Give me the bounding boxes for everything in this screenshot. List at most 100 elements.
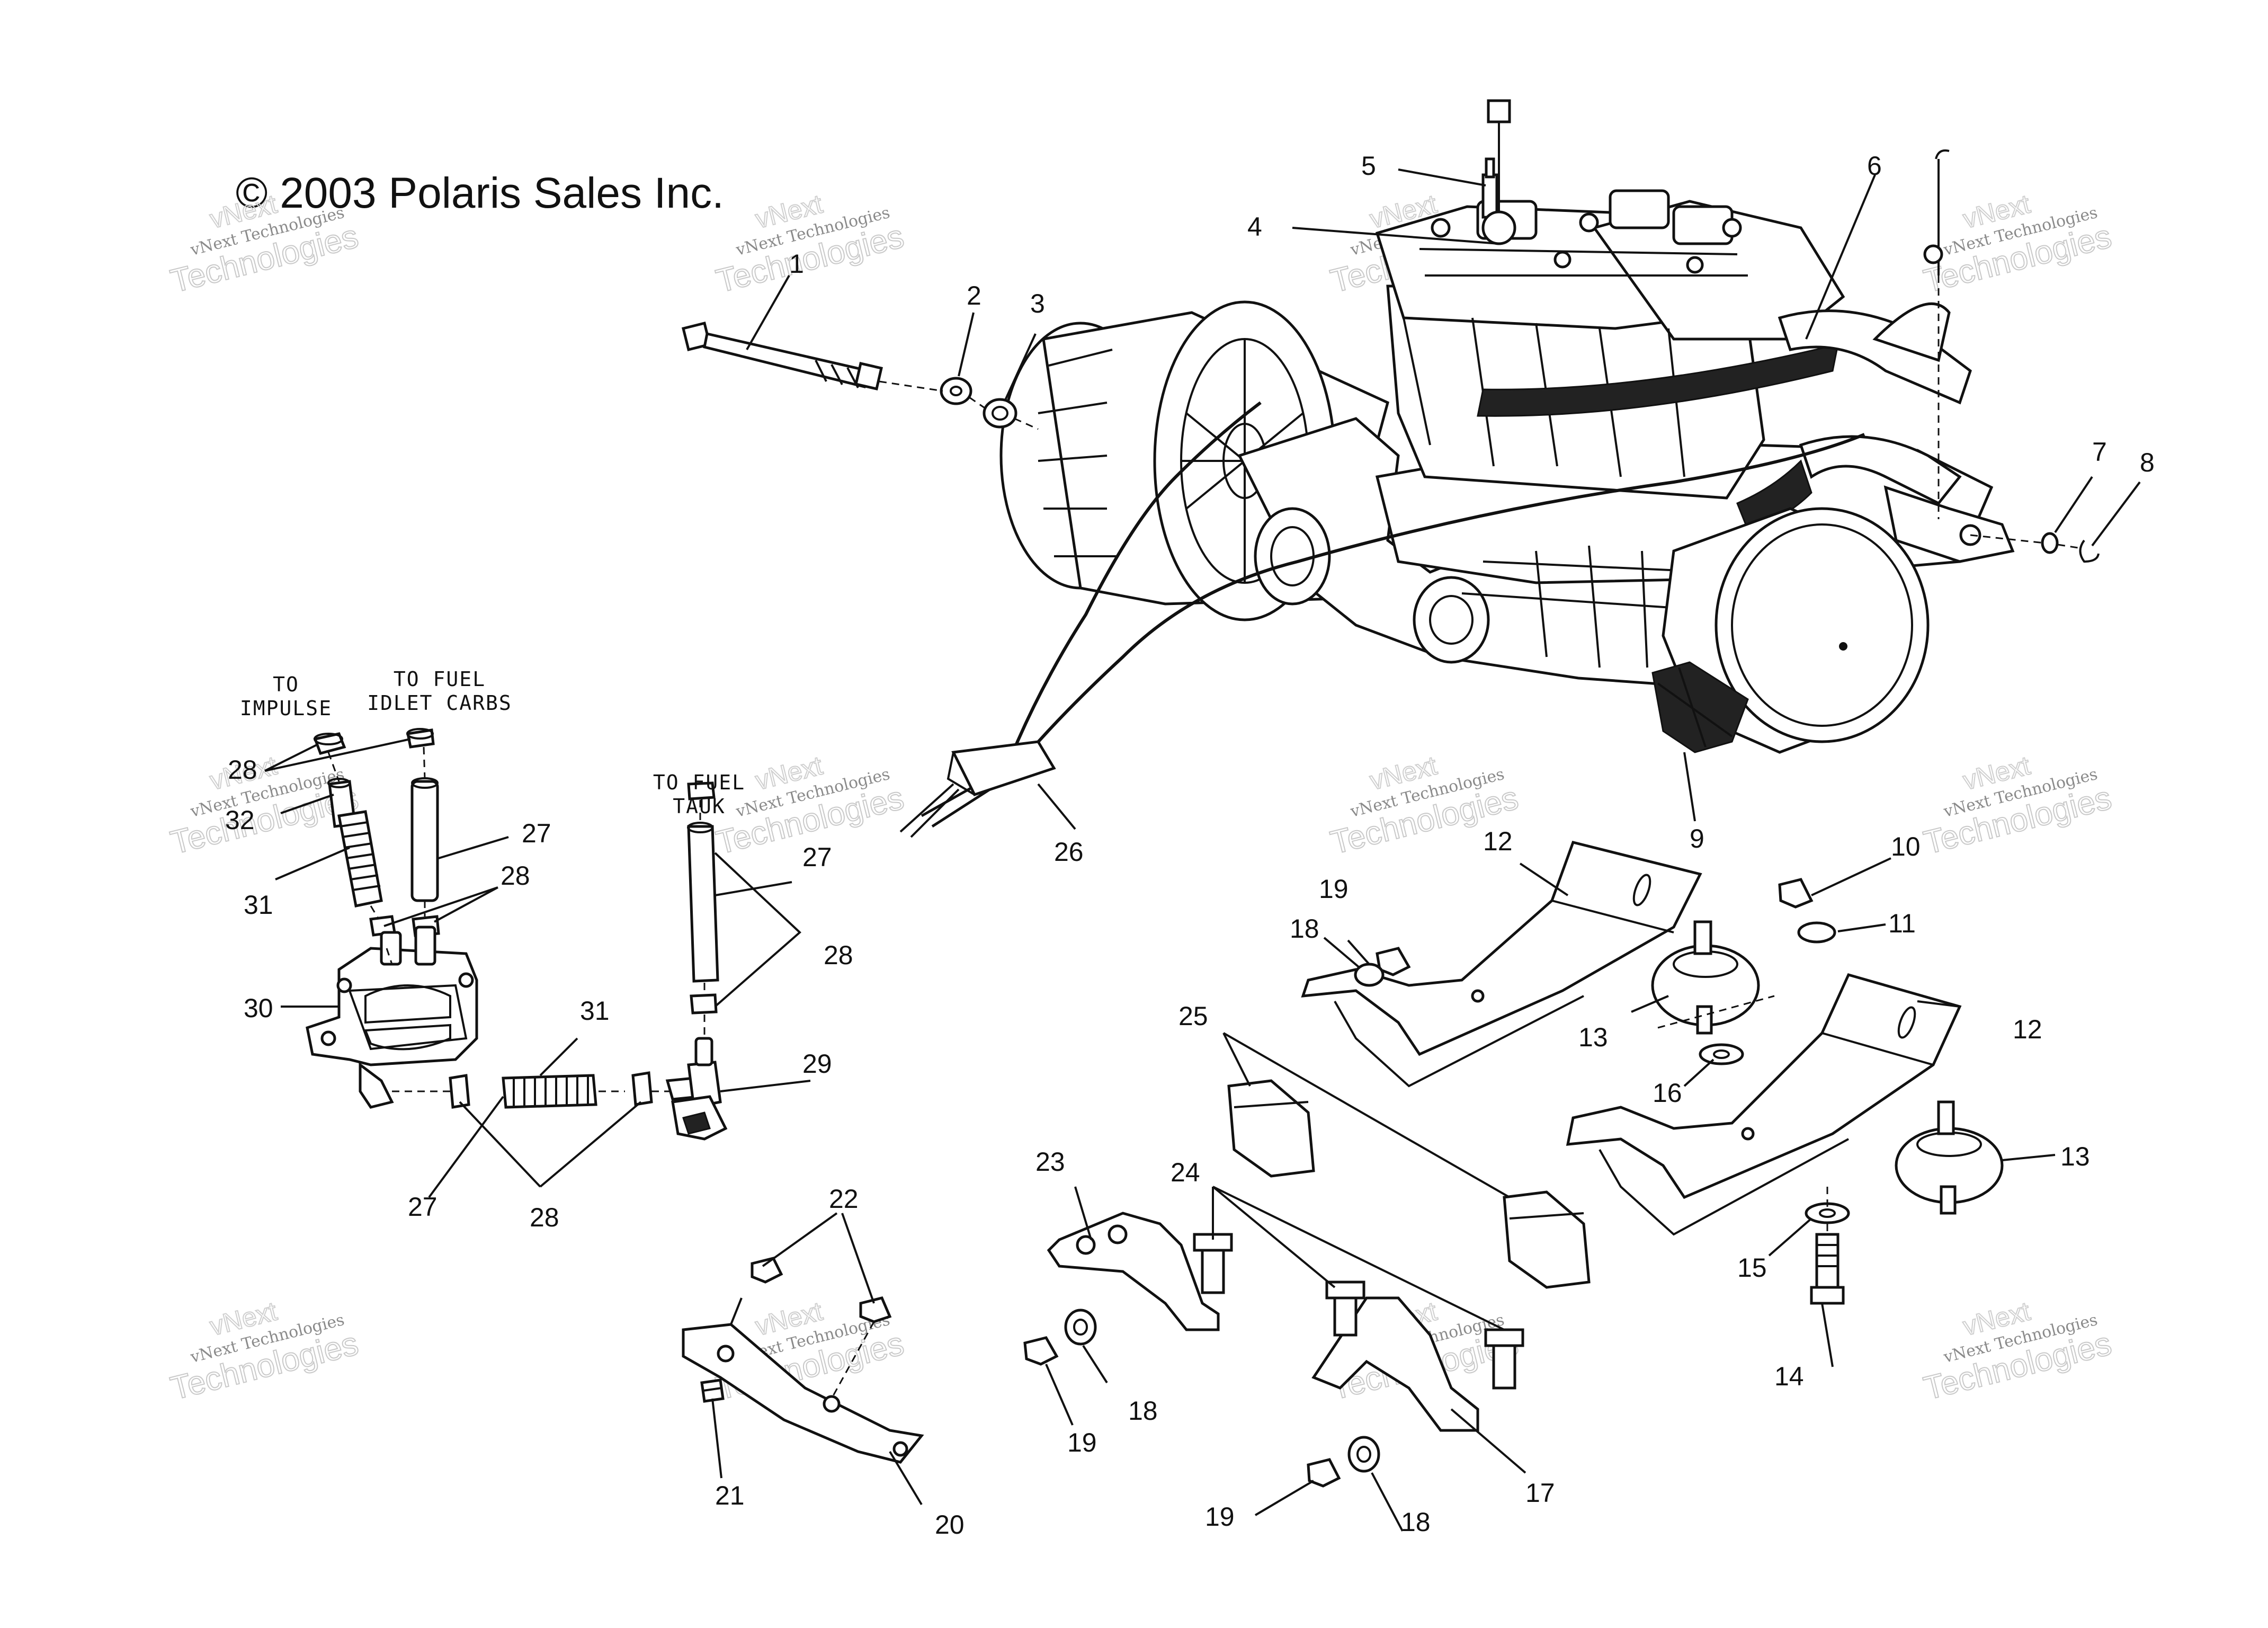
callout: 29 [802,1049,832,1079]
callout: 4 [1247,212,1262,242]
washer [1354,963,1385,987]
mount-bolt [1810,1233,1845,1305]
fuel-fitting [665,1037,728,1141]
callout: 28 [228,755,257,785]
washer [1805,1202,1850,1224]
washer [1699,1043,1744,1065]
fuel-hose [410,777,439,902]
note-to-fuel-tank: TO FUEL [653,771,745,794]
hose-clamp [687,781,716,800]
spring-hose [502,1074,597,1109]
washer [1797,921,1836,944]
coolant-hoses [1477,302,1972,531]
stud [700,1378,725,1403]
callout: 32 [225,805,255,835]
hose-clamp [406,728,435,749]
callout: 25 [1178,1001,1208,1031]
note-to-fuel-idlet-carbs: TO FUEL [394,668,486,691]
callout: 13 [1578,1022,1608,1052]
callout: 27 [408,1192,437,1222]
callout: 6 [1867,151,1882,181]
callout: 30 [244,993,273,1023]
callout: 14 [1774,1362,1804,1391]
hose-clamp [631,1071,653,1106]
engine-assembly [899,99,2015,838]
note-to-impulse: TO [273,673,299,696]
callout: 24 [1171,1158,1200,1187]
motor-mount-plate [1566,973,1962,1236]
callout: 28 [501,861,530,891]
callout: 19 [1067,1428,1097,1457]
leader-lines [264,168,2141,1532]
sensor-lead [1481,99,1516,245]
e-clip [2079,539,2100,563]
nut [1023,1336,1059,1366]
callout: 31 [580,996,610,1026]
hose-clamp [313,732,346,755]
callout: 2 [967,281,981,310]
callout: 28 [530,1203,559,1232]
routing-notes: TO IMPULSE TO FUEL IDLET CARBS TO FUEL T… [240,668,745,818]
callout: 15 [1737,1253,1767,1283]
hose-clamp [690,993,718,1015]
fuel-pump [306,926,478,1109]
callout: 20 [935,1510,965,1540]
callout: 11 [1888,909,1916,938]
temperature-sensor [1481,157,1498,219]
recoil-handle [1651,661,1749,753]
watermark: vNext vNext Technologies Technologies [712,189,908,300]
nut [751,1257,783,1284]
washer [1064,1309,1097,1346]
callout: 28 [824,940,853,970]
callout: 22 [829,1184,859,1214]
nut [1778,878,1814,909]
hose-clamp [449,1074,470,1109]
callout: 1 [789,249,804,279]
note-to-fuel-tank: TAUK [673,795,726,818]
watermark: vNext vNext Technologies Technologies [1919,189,2115,300]
callout: 21 [715,1481,745,1510]
watermark: vNext vNext Technologies Technologies [166,1296,362,1408]
callout: 31 [244,890,273,920]
watermark: vNext vNext Technologies Technologies [1919,1296,2115,1408]
callout: 18 [1290,914,1319,944]
callouts: 1 2 3 4 5 6 7 8 9 10 11 12 12 13 13 14 1… [225,151,2155,1540]
copyright-notice: © 2003 Polaris Sales Inc. [236,169,724,217]
washer [940,377,972,405]
washer [983,398,1017,429]
callout: 9 [1690,824,1704,853]
bracket-bolt [1484,1328,1524,1390]
callout: 10 [1891,832,1921,861]
bracket-bolt [1325,1280,1365,1337]
engine-bracket [1047,1212,1220,1331]
callout: 19 [1205,1502,1235,1532]
callout: 17 [1525,1478,1555,1508]
fuel-hose [687,822,719,983]
callout: 18 [1401,1507,1431,1537]
washer [2041,532,2059,554]
callout: 12 [1483,826,1513,856]
callout: 3 [1030,289,1045,318]
rubber-mount [1895,1100,2004,1215]
electrical-module [899,740,1056,838]
callout: 12 [2013,1015,2042,1044]
callout: 27 [802,842,832,872]
callout: 8 [2140,448,2155,477]
callout: 16 [1653,1078,1682,1108]
damper-block [1227,1079,1315,1178]
callout: 13 [2060,1142,2090,1171]
watermark: vNext vNext Technologies Technologies [166,189,362,300]
nut [1307,1458,1341,1488]
spring-hose [337,810,383,908]
callout: 7 [2092,437,2107,467]
note-to-impulse: IMPULSE [240,697,332,720]
callout: 5 [1361,151,1376,181]
callout: 19 [1319,874,1349,904]
damper-block [1503,1190,1591,1289]
washer [1347,1436,1380,1473]
callout: 26 [1054,837,1084,867]
clutch-bolt [681,321,883,390]
callout: 27 [522,819,551,848]
watermark: vNext vNext Technologies Technologies [1919,750,2115,862]
